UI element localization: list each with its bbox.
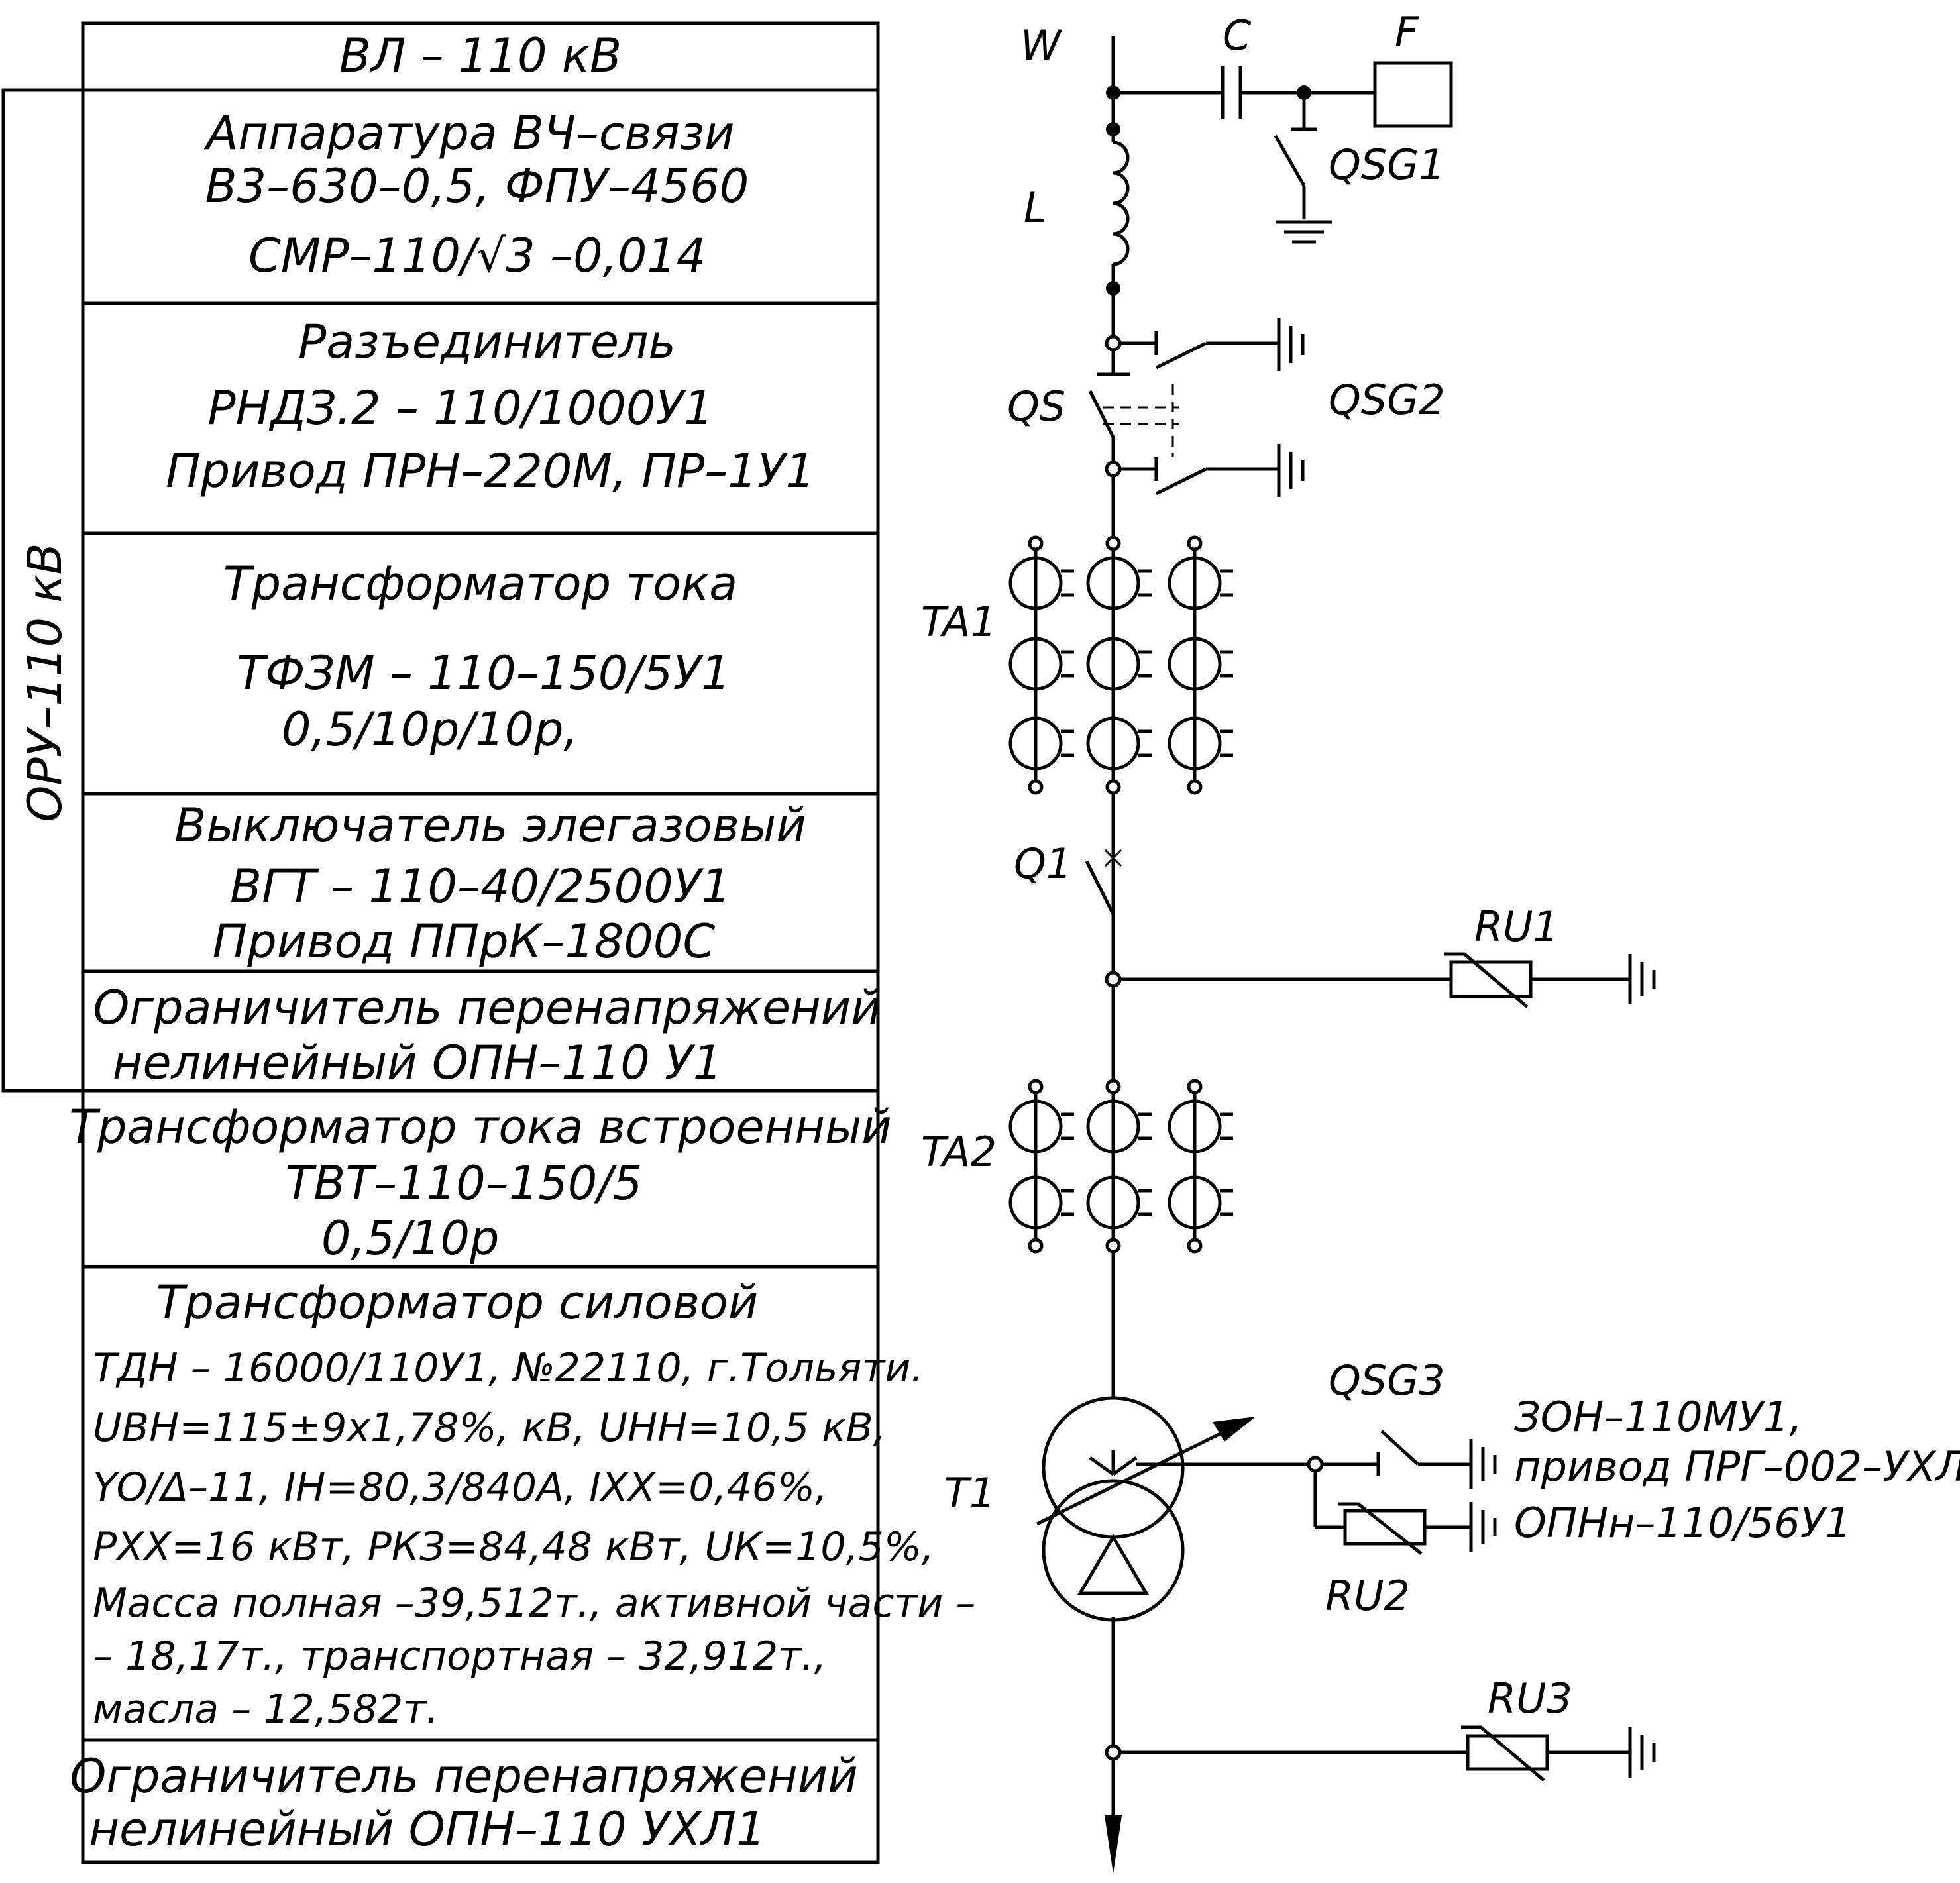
row-line: 0,5/10р [321, 1211, 499, 1265]
table-row-hf-equipment: Аппаратура ВЧ–связи В3–630–0,5, ФПУ–4560… [203, 106, 749, 283]
table-row-surge-arrester: Ограничитель перенапряжений нелинейный О… [93, 981, 881, 1090]
neutral-earthing-switch-qsg3 [1307, 1430, 1497, 1489]
current-transformer-ta2 [1008, 1079, 1233, 1254]
row-line: PХХ=16 кВт, PКЗ=84,48 кВт, UК=10,5%, [93, 1524, 934, 1570]
row-line: РНДЗ.2 – 110/1000У1 [207, 381, 713, 435]
surge-arrester-ru1 [1105, 952, 1656, 1008]
label-q1: Q1 [1014, 839, 1072, 888]
filter-box [1373, 61, 1453, 128]
label-ru3: RU3 [1488, 1674, 1572, 1723]
table-row-current-transformer: Трансформатор тока ТФЗМ – 110–150/5У1 0,… [223, 557, 737, 757]
row-line: Выключатель элегазовый [174, 798, 806, 853]
row-line: ТФЗМ – 110–150/5У1 [237, 646, 730, 700]
table-row-circuit-breaker: Выключатель элегазовый ВГТ – 110–40/2500… [174, 798, 806, 969]
row-line: Трансформатор силовой [156, 1275, 759, 1330]
label-ta1: TA1 [921, 598, 997, 646]
coupling-capacitor [1113, 66, 1375, 119]
row-line: ВГТ – 110–40/2500У1 [230, 859, 731, 914]
note-opn-line: ОПНн–110/56У1 [1514, 1499, 1851, 1547]
table-row-power-transformer: Трансформатор силовой ТДН – 16000/110У1,… [93, 1275, 975, 1733]
note-zon-line1: ЗОН–110МУ1, [1514, 1393, 1802, 1441]
label-ta2: TA2 [921, 1128, 997, 1176]
arrow-down-icon [1105, 1815, 1122, 1874]
row-line: – 18,17т., транспортная – 32,912т., [93, 1633, 826, 1680]
power-transformer-t1 [1036, 1396, 1315, 1622]
row-line: Масса полная –39,512т., активной части – [93, 1580, 975, 1627]
row-line: Ограничитель перенапряжений [93, 981, 881, 1035]
label-t1: T1 [944, 1469, 995, 1517]
table-row-disconnector: Разъединитель РНДЗ.2 – 110/1000У1 Привод… [166, 315, 815, 498]
circuit-breaker-q1 [1085, 849, 1122, 916]
note-zon-line2: привод ПРГ–002–УХЛ1 [1514, 1442, 1960, 1491]
table-row-builtin-ct: Трансформатор тока встроенный ТВТ–110–15… [69, 1100, 892, 1265]
label-c: C [1223, 11, 1252, 60]
label-qsg2: QSG2 [1329, 376, 1445, 424]
table-header: ВЛ – 110 кВ [339, 28, 622, 83]
row-line: нелинейный ОПН–110 У1 [113, 1036, 723, 1090]
row-line: Трансформатор тока [223, 557, 737, 611]
table-row-surge-arrester-2: Ограничитель перенапряжений нелинейный О… [70, 1749, 858, 1856]
label-w: W [1020, 21, 1063, 70]
label-qsg1: QSG1 [1329, 140, 1445, 189]
earthing-switch-qsg1 [1274, 93, 1332, 244]
row-line: Привод ППрК–1800С [213, 914, 716, 969]
line-trap-coil [1106, 122, 1130, 296]
surge-arrester-ru3 [1105, 1725, 1656, 1782]
disconnector-qs [1088, 335, 1179, 530]
label-qs: QS [1007, 382, 1065, 431]
row-line: Трансформатор тока встроенный [69, 1100, 892, 1154]
earthing-switch-qsg2 [1120, 318, 1305, 497]
row-line: Аппаратура ВЧ–связи [203, 106, 734, 160]
row-line: СМР–110/√3 –0,014 [248, 229, 706, 283]
row-line: масла – 12,582т. [93, 1686, 439, 1733]
row-line: ТДН – 16000/110У1, №22110, г.Тольяти. [93, 1345, 923, 1391]
current-transformer-ta1 [1008, 530, 1233, 851]
row-line: 0,5/10р/10р, [282, 702, 578, 757]
row-line: В3–630–0,5, ФПУ–4560 [205, 159, 749, 213]
row-line: Привод ПРН–220М, ПР–1У1 [166, 444, 815, 498]
row-line: Разъединитель [298, 315, 676, 369]
label-ru1: RU1 [1474, 902, 1559, 951]
row-line: ТВТ–110–150/5 [286, 1156, 643, 1210]
spec-table: ВЛ – 110 кВ ОРУ–110 кВ Аппаратура ВЧ–свя… [1, 21, 975, 1864]
row-line: UВН=115±9х1,78%, кВ, UНН=10,5 кВ, [93, 1405, 886, 1451]
label-l: L [1024, 184, 1047, 232]
row-line: Ограничитель перенапряжений [70, 1749, 858, 1803]
row-line: YO/Δ–11, IН=80,3/840А, IХХ=0,46%, [93, 1464, 828, 1511]
row-line: нелинейный ОПН–110 УХЛ1 [89, 1802, 765, 1856]
label-ru2: RU2 [1325, 1572, 1410, 1620]
section-label-oru: ОРУ–110 кВ [18, 543, 72, 822]
label-qsg3: QSG3 [1329, 1356, 1445, 1405]
single-line-diagram: W C F QSG1 L [921, 8, 1960, 1874]
label-f: F [1395, 8, 1419, 56]
neutral-surge-arrester-ru2 [1313, 1471, 1497, 1555]
